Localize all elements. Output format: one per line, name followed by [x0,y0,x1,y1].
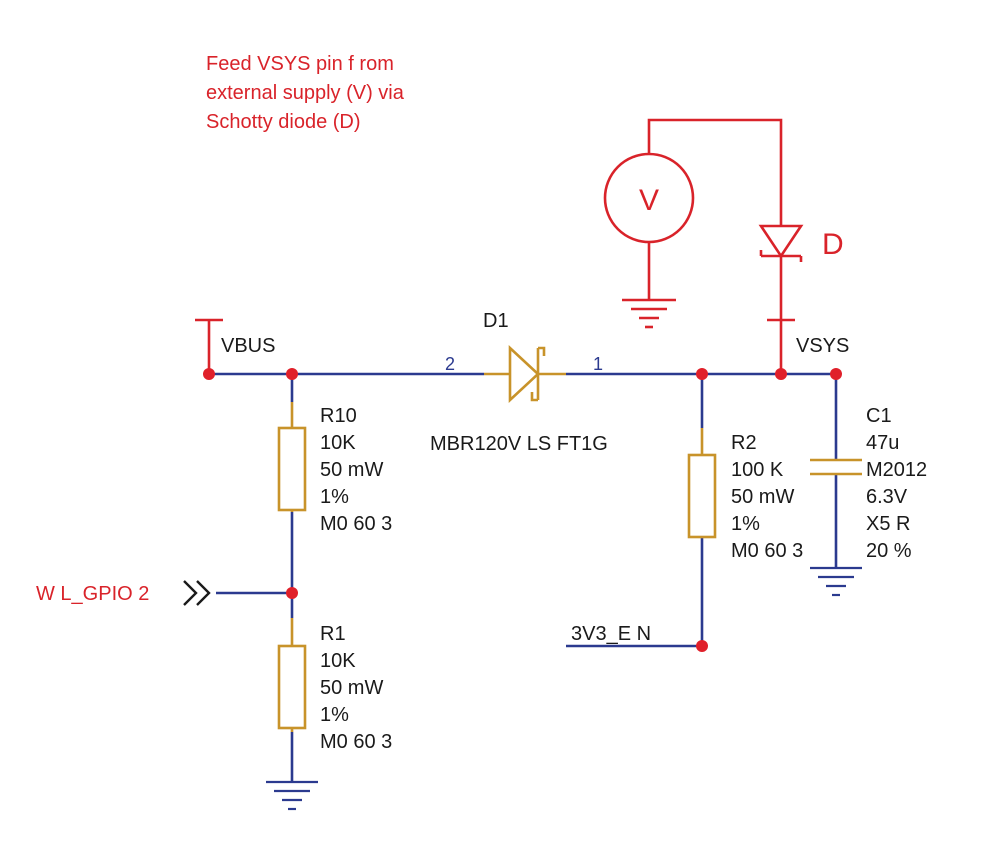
external-supply: V D [603,118,844,374]
c1-ground-icon [810,566,862,597]
c1-capacitor: C1 47u M2012 6.3V X5 R 20 % [810,405,927,562]
d1-pin-anode: 2 [445,354,455,374]
junction-vbus-r10 [286,368,298,380]
schottky-diode-d-label: D [822,228,844,261]
junction-gpio [286,587,298,599]
r2-value: 100 K [731,459,784,481]
c1-voltage: 6.3V [866,486,908,508]
note-line-1: Feed VSYS pin f rom [206,53,394,75]
r10-body [277,426,307,512]
r10-power: 50 mW [320,459,383,481]
r10-package: M0 60 3 [320,513,392,535]
r10-ref: R10 [320,405,357,427]
junction-vsys-r2 [696,368,708,380]
d1-pin-cathode: 1 [593,354,603,374]
vbus-net-label: VBUS [221,335,275,357]
gpio-net-label: W L_GPIO 2 [36,583,149,605]
r2-ref: R2 [731,432,757,454]
annotation-note: Feed VSYS pin f rom external supply (V) … [206,53,405,133]
r1-body [277,644,307,730]
r10-value: 10K [320,432,356,454]
r1-ground-icon [266,780,318,811]
gpio-port: W L_GPIO 2 [36,580,211,606]
r2-tolerance: 1% [731,513,760,535]
d1-schottky-hook-top [538,346,546,356]
junctions [203,368,842,652]
en-net-label: 3V3_E N [571,623,651,645]
junction-vsys-port [775,368,787,380]
voltage-source-ground-icon [622,298,676,329]
r2-package: M0 60 3 [731,540,803,562]
note-line-3: Schotty diode (D) [206,111,361,133]
junction-vsys-c1 [830,368,842,380]
r10-resistor: R10 10K 50 mW 1% M0 60 3 [277,402,392,535]
d1-part-number: MBR120V LS FT1G [430,433,608,455]
note-line-2: external supply (V) via [206,82,405,104]
r1-power: 50 mW [320,677,383,699]
vbus-port: VBUS [195,318,275,374]
r1-value: 10K [320,650,356,672]
c1-value: 47u [866,432,899,454]
junction-vbus-port [203,368,215,380]
c1-package: M2012 [866,459,927,481]
d1-ref: D1 [483,310,509,332]
c1-dielectric: X5 R [866,513,910,535]
gpio-chevron-icon-2 [196,580,211,606]
r2-power: 50 mW [731,486,794,508]
r1-package: M0 60 3 [320,731,392,753]
external-supply-wire [647,118,783,226]
d1-triangle-icon [508,345,540,403]
r1-resistor: R1 10K 50 mW 1% M0 60 3 [277,618,392,753]
r2-body [687,453,717,539]
gpio-chevron-icon-1 [183,580,198,606]
r1-tolerance: 1% [320,704,349,726]
r10-tolerance: 1% [320,486,349,508]
vsys-net-label: VSYS [796,335,849,357]
d1-diode: D1 2 1 MBR120V LS FT1G [430,310,608,455]
r1-ref: R1 [320,623,346,645]
voltage-source-label: V [639,184,659,217]
junction-en [696,640,708,652]
c1-tolerance: 20 % [866,540,912,562]
r2-resistor: R2 100 K 50 mW 1% M0 60 3 [687,428,803,562]
c1-ref: C1 [866,405,892,427]
d1-schottky-hook-bottom [530,392,538,402]
